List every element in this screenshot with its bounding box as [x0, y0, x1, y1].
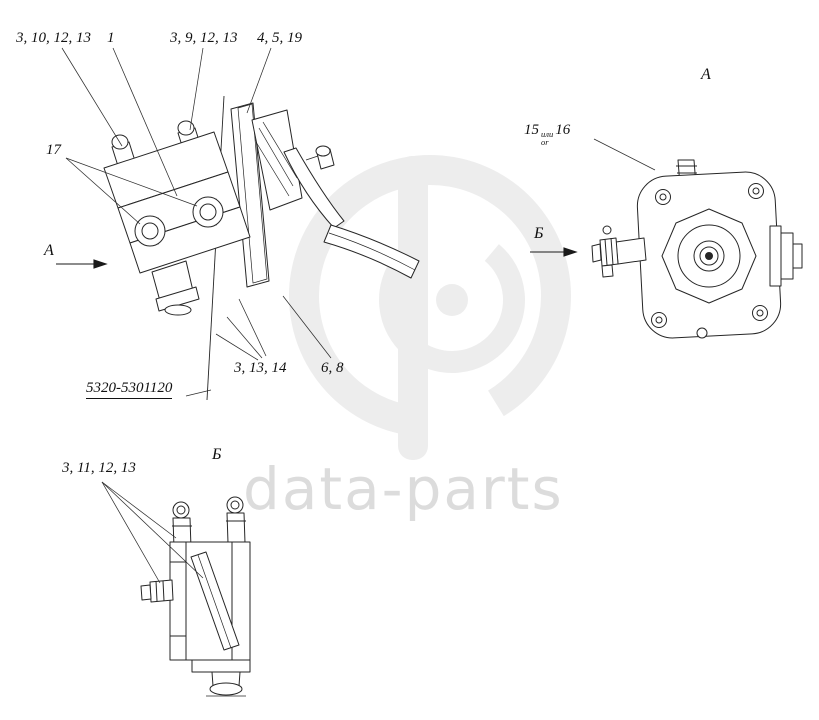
callout-or-ru: или	[541, 129, 554, 139]
main-assembly-drawing	[103, 95, 420, 401]
callout-or-en: or	[541, 137, 549, 147]
leader-lines	[61, 47, 656, 584]
callout-3-10-12-13: 3, 10, 12, 13	[16, 30, 91, 46]
callout-3-11-12-13: 3, 11, 12, 13	[62, 460, 136, 476]
view-b-drawing	[140, 496, 251, 697]
callout-1: 1	[107, 30, 115, 46]
view-b-arrow-icon	[530, 247, 578, 257]
watermark-logo-icon	[289, 155, 571, 460]
view-a-title: А	[701, 66, 711, 83]
callout-3-13-14: 3, 13, 14	[234, 360, 287, 376]
callout-15: 15	[524, 122, 539, 138]
callout-6-8: 6, 8	[321, 360, 344, 376]
view-a-direction-label: А	[44, 242, 54, 259]
view-b-direction-label: Б	[534, 225, 544, 242]
view-b-title: Б	[212, 446, 222, 463]
callout-16: 16	[555, 122, 571, 138]
callout-17: 17	[46, 142, 61, 158]
callout-4-5-19: 4, 5, 19	[257, 30, 302, 46]
view-direction-arrows	[56, 247, 578, 269]
view-a-arrow-icon	[56, 259, 108, 269]
watermark-text: data-parts	[243, 455, 564, 523]
callout-3-9-12-13: 3, 9, 12, 13	[170, 30, 238, 46]
view-a-drawing	[591, 159, 803, 339]
part-number: 5320-5301120	[86, 380, 173, 399]
